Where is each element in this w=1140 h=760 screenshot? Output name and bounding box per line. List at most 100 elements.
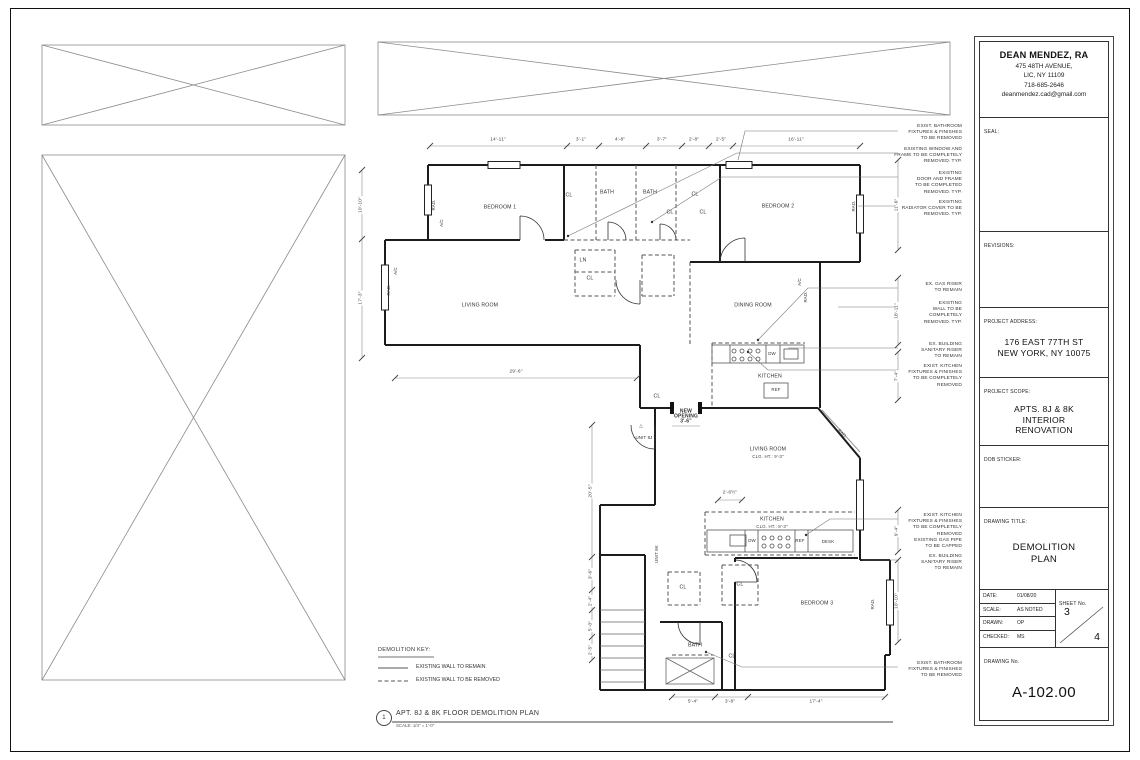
room-label-cl-6: CL bbox=[653, 393, 661, 400]
info-table-left: DATE: 01/08/20 SCALE: AS NOTED DRAWN: OP… bbox=[980, 590, 1056, 647]
project-scope-label: PROJECT SCOPE: bbox=[984, 389, 1031, 395]
plan-number-bubble: 1 bbox=[382, 715, 386, 721]
room-label-bedroom2: BEDROOM 2 bbox=[761, 203, 795, 210]
room-label-cl-1: CL bbox=[565, 192, 573, 199]
room-label-bath-2: BATH bbox=[642, 189, 658, 196]
room-label-living-room-lower: LIVING ROOM bbox=[749, 446, 787, 453]
room-label-living-room: LIVING ROOM bbox=[461, 302, 499, 309]
dim-lower-left-1: 20'-5" bbox=[588, 483, 595, 499]
annotation-kitchen-fixtures-2: EXIST. KITCHEN FIXTURES & FINISHES TO BE… bbox=[908, 513, 962, 550]
dim-bottom-2: 3'-8" bbox=[723, 699, 737, 706]
drawing-title-label: DRAWING TITLE: bbox=[984, 519, 1028, 525]
kitchen-upper-fixtures bbox=[711, 344, 805, 399]
dim-top-2: 3'-1" bbox=[574, 137, 588, 144]
project-address-section: PROJECT ADDRESS: 176 EAST 77TH ST NEW YO… bbox=[980, 308, 1108, 378]
living-room-ceiling-height: CLG. HT.: 9'-3" bbox=[752, 453, 784, 459]
dim-bottom-3: 17'-4" bbox=[808, 699, 824, 706]
architect-phone: 718-685-2646 bbox=[1024, 81, 1064, 89]
radiator-label-4: RAD. bbox=[802, 291, 808, 303]
info-table-section: DATE: 01/08/20 SCALE: AS NOTED DRAWN: OP… bbox=[980, 590, 1108, 648]
room-label-cl-5: CL bbox=[586, 275, 594, 282]
fridge-label-upper: REF bbox=[771, 386, 781, 392]
room-label-bedroom3: BEDROOM 3 bbox=[800, 600, 834, 607]
drawing-number-value: A-102.00 bbox=[1011, 684, 1077, 701]
dim-lower-right-2: 10'-10" bbox=[894, 592, 901, 610]
annotation-exist-bathroom-bottom: EXIST. BATHROOM FIXTURES & FINISHES TO B… bbox=[908, 661, 962, 679]
project-scope-line2: INTERIOR bbox=[1022, 414, 1066, 425]
annotation-exist-bathroom-top: EXIST. BATHROOM FIXTURES & FINISHES TO B… bbox=[908, 124, 962, 142]
dishwasher-label-upper: DW bbox=[768, 350, 776, 356]
architect-email: deanmendez.cad@gmail.com bbox=[1001, 91, 1087, 98]
revisions-label: REVISIONS: bbox=[984, 243, 1015, 249]
scale-label: SCALE: bbox=[983, 606, 1001, 613]
dim-top-7: 16'-11" bbox=[787, 137, 805, 144]
dim-left-1: 10'-10" bbox=[358, 196, 365, 214]
dim-top-3: 4'-8" bbox=[613, 137, 627, 144]
stairs bbox=[600, 609, 645, 683]
sheet-number-cell: SHEET No. 3 4 bbox=[1056, 590, 1108, 647]
room-label-bath-3: BATH bbox=[687, 642, 703, 649]
plan-caption-scale: SCALE: 1/4" = 1'-0" bbox=[396, 723, 435, 728]
sheet-number-label: SHEET No. bbox=[1059, 601, 1087, 607]
architect-address-line1: 475 48TH AVENUE, bbox=[1015, 62, 1073, 70]
demolition-key-title: DEMOLITION KEY: bbox=[378, 647, 431, 653]
project-scope-line3: RENOVATION bbox=[1015, 425, 1073, 436]
annotation-kitchen-fixtures-1: EXIST. KITCHEN FIXTURES & FINISHES TO BE… bbox=[908, 364, 962, 388]
dob-sticker-label: DOB STICKER: bbox=[984, 457, 1022, 463]
door-swings bbox=[519, 215, 758, 645]
dim-lower-left-3: 2'-4" bbox=[588, 594, 595, 608]
dim-lower-left-4: 5'-0" bbox=[588, 619, 595, 633]
seal-section: SEAL: bbox=[980, 118, 1108, 232]
room-label-kitchen: KITCHEN bbox=[758, 373, 782, 380]
new-opening-jambs bbox=[670, 402, 702, 414]
project-scope-line1: APTS. 8J & 8K bbox=[1014, 404, 1074, 414]
walls-to-be-removed bbox=[564, 165, 855, 656]
drawing-number-label: DRAWING No. bbox=[984, 659, 1020, 665]
title-block: DEAN MENDEZ, RA 475 48TH AVENUE, LIC, NY… bbox=[979, 41, 1109, 721]
drawn-row: DRAWN: OP bbox=[980, 617, 1055, 631]
annotation-leaders bbox=[567, 130, 898, 668]
kitchen-lower-fixtures bbox=[706, 529, 854, 553]
dishwasher-label-lower: DW bbox=[748, 537, 756, 543]
radiator-label-3: RAD. bbox=[850, 200, 856, 212]
drawn-value: OP bbox=[1017, 620, 1025, 627]
unit-8k-label: UNIT 8K bbox=[653, 545, 659, 563]
architect-info-section: DEAN MENDEZ, RA 475 48TH AVENUE, LIC, NY… bbox=[980, 42, 1108, 118]
project-address-label: PROJECT ADDRESS: bbox=[984, 319, 1038, 325]
placeholder-box-top-middle bbox=[377, 41, 951, 116]
room-label-cl-3: CL bbox=[666, 209, 674, 216]
room-label-dining-room: DINING ROOM bbox=[734, 302, 772, 309]
sheet-number-total: 4 bbox=[1094, 631, 1100, 643]
checked-value: MS bbox=[1017, 634, 1025, 641]
shower bbox=[665, 657, 715, 685]
revisions-section: REVISIONS: bbox=[980, 232, 1108, 308]
plan-caption-title: APT. 8J & 8K FLOOR DEMOLITION PLAN bbox=[396, 710, 540, 717]
fridge-label-lower: REF bbox=[795, 537, 805, 543]
drawing-title-section: DRAWING TITLE: DEMOLITION PLAN bbox=[980, 508, 1108, 590]
ac-label-3: A/C bbox=[796, 278, 802, 286]
placeholder-box-left-tall bbox=[41, 154, 346, 681]
drawing-number-section: DRAWING No. A-102.00 bbox=[980, 648, 1108, 718]
date-value: 01/08/20 bbox=[1017, 593, 1037, 600]
architect-address-line2: LIC, NY 11109 bbox=[1023, 72, 1065, 79]
dim-top-6: 2'-5" bbox=[714, 137, 728, 144]
kitchen-ceiling-height: CLG. HT.: 8'-3" bbox=[756, 523, 788, 529]
radiator-label-2: RAD. bbox=[385, 284, 391, 296]
dob-sticker-section: DOB STICKER: bbox=[980, 446, 1108, 508]
unit-8j-label: UNIT 8J bbox=[635, 434, 653, 440]
annotation-gas-riser: EX. GAS RISER TO REMAIN bbox=[925, 282, 962, 294]
room-label-bath-1: BATH bbox=[599, 189, 615, 196]
sheet-number-current: 3 bbox=[1064, 606, 1070, 618]
dim-top-5: 2'-8" bbox=[687, 137, 701, 144]
windows bbox=[381, 161, 894, 626]
drawn-label: DRAWN: bbox=[983, 620, 1004, 627]
room-label-cl-9: CL bbox=[728, 653, 736, 660]
dim-living-width: 29'-6" bbox=[508, 369, 524, 376]
scale-row: SCALE: AS NOTED bbox=[980, 604, 1055, 617]
annotation-radiator-cover: EXISTING RADIATOR COVER TO BE REMOVED. T… bbox=[901, 200, 962, 218]
room-label-cl-7: CL bbox=[679, 584, 687, 591]
room-label-cl-8: CL bbox=[736, 581, 744, 588]
room-label-ln: LN bbox=[579, 257, 587, 264]
annotation-existing-door: EXISTING DOOR AND FRAME TO BE COMPLETED … bbox=[915, 171, 962, 195]
